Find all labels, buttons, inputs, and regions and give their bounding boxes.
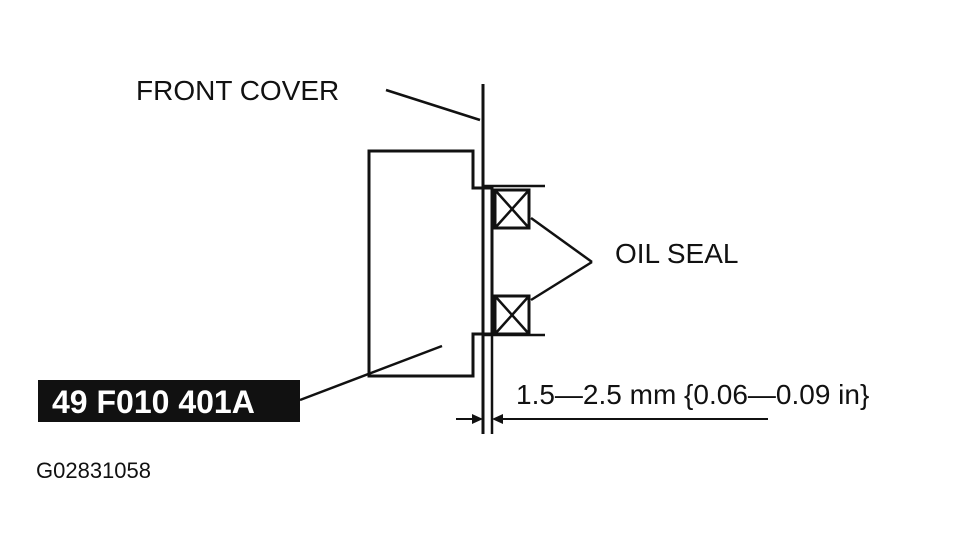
oil-seal-leader-lower [530, 260, 593, 302]
oil-seal-label: OIL SEAL [615, 238, 738, 269]
oil-seal-leader-upper [530, 216, 593, 264]
tool-number-badge [38, 380, 300, 422]
front-cover-leader [385, 88, 481, 122]
dimension-label: 1.5—2.5 mm {0.06—0.09 in} [516, 379, 869, 410]
tool-number-label: 49 F010 401A [52, 384, 255, 420]
installer-tool-body [367, 149, 494, 378]
oil-seal-lower [493, 294, 531, 336]
oil-seal-upper [493, 188, 531, 230]
figure-code: G02831058 [36, 458, 151, 483]
dimension-arrows [456, 414, 768, 424]
front-cover-label: FRONT COVER [136, 75, 339, 106]
tool-leader [299, 344, 443, 402]
